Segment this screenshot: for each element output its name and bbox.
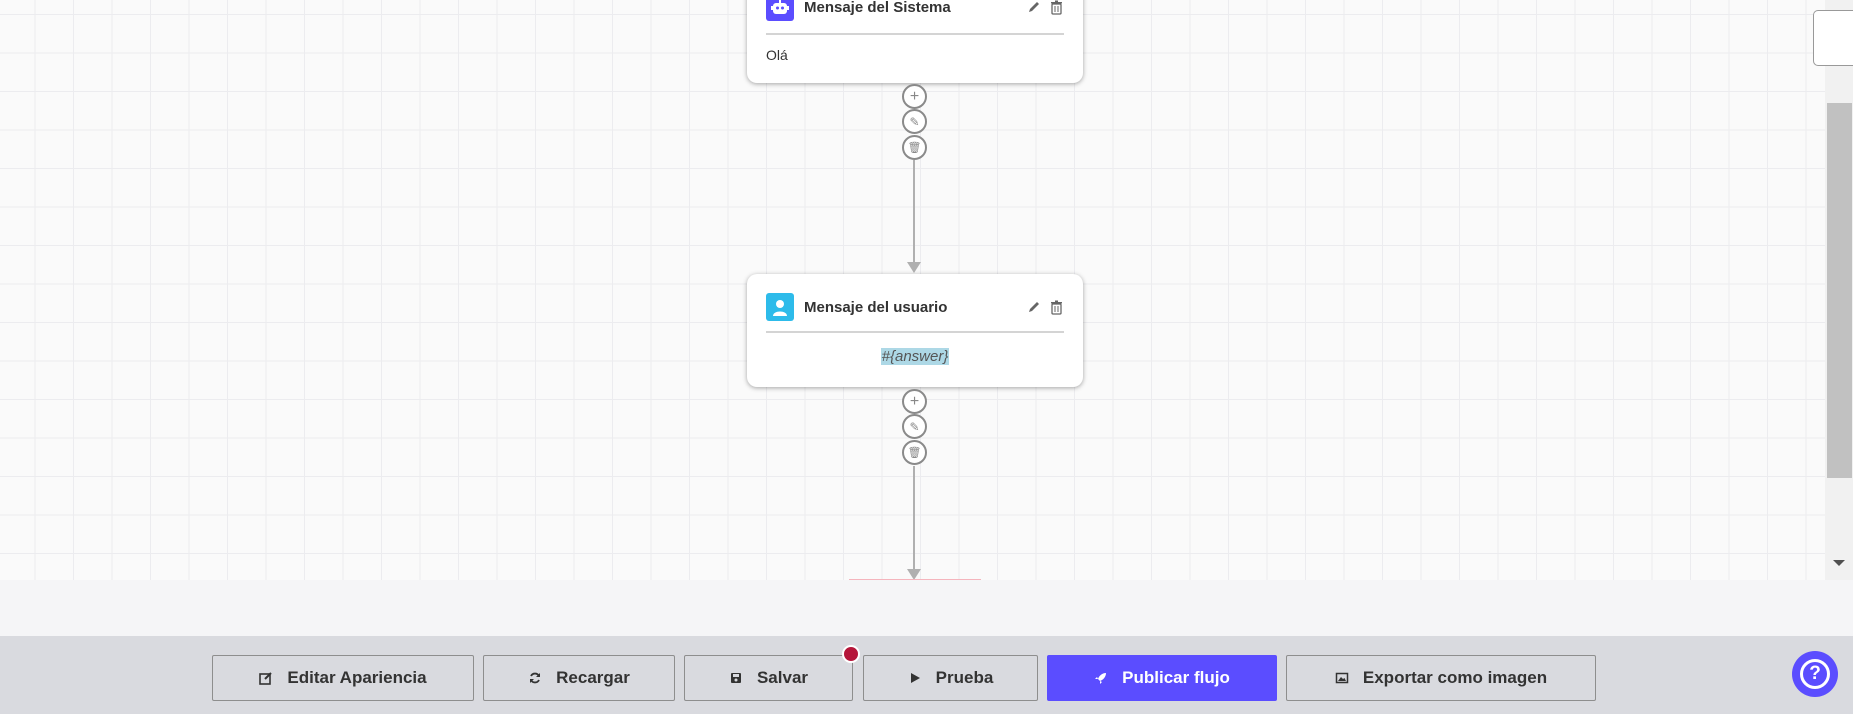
trash-icon[interactable] <box>1048 299 1064 315</box>
image-icon <box>1335 672 1349 684</box>
edit-connection-button[interactable]: ✎ <box>902 109 927 134</box>
add-node-button[interactable]: + <box>902 389 927 414</box>
edit-appearance-button[interactable]: Editar Apariencia <box>212 655 474 701</box>
connector-arrow <box>907 262 921 273</box>
robot-icon <box>766 0 794 21</box>
publish-flow-button[interactable]: Publicar flujo <box>1047 655 1277 701</box>
connector-line <box>913 160 915 264</box>
node-system-message[interactable]: Mensaje del Sistema Olá <box>747 0 1083 83</box>
save-icon <box>730 673 741 683</box>
node-title: Mensaje del Sistema <box>804 0 951 16</box>
pencil-icon[interactable] <box>1026 299 1042 315</box>
add-node-button[interactable]: + <box>902 84 927 109</box>
delete-connection-button[interactable]: 🗑 <box>902 135 927 160</box>
next-node-edge <box>849 579 981 580</box>
delete-connection-button[interactable]: 🗑 <box>902 440 927 465</box>
node-title: Mensaje del usuario <box>804 298 948 316</box>
node-user-message[interactable]: Mensaje del usuario #{answer} <box>747 274 1083 387</box>
pencil-icon[interactable] <box>1026 0 1042 15</box>
play-icon <box>910 673 920 683</box>
trash-icon[interactable] <box>1048 0 1064 15</box>
minimap-toggle[interactable] <box>1813 10 1853 66</box>
refresh-icon <box>530 672 541 684</box>
question-icon: ? <box>1800 659 1830 689</box>
export-image-button[interactable]: Exportar como imagen <box>1286 655 1596 701</box>
node-content-variable: #{answer} <box>880 348 950 365</box>
connector-line <box>913 466 915 572</box>
edit-icon <box>259 672 273 685</box>
user-icon <box>766 293 794 321</box>
node-content: Olá <box>766 47 788 63</box>
save-button[interactable]: Salvar <box>684 655 853 701</box>
rocket-icon <box>1095 673 1107 684</box>
connector-arrow <box>907 569 921 580</box>
bottom-toolbar: Editar Apariencia Recargar Salvar Prueba… <box>0 636 1853 714</box>
edit-connection-button[interactable]: ✎ <box>902 414 927 439</box>
scrollbar-thumb[interactable] <box>1827 103 1852 478</box>
test-button[interactable]: Prueba <box>863 655 1038 701</box>
help-button[interactable]: ? <box>1792 651 1838 697</box>
reload-button[interactable]: Recargar <box>483 655 675 701</box>
scroll-down-arrow[interactable] <box>1833 560 1845 566</box>
vertical-scrollbar[interactable] <box>1825 0 1853 580</box>
unsaved-changes-dot <box>842 645 860 663</box>
flow-canvas[interactable]: Mensaje del Sistema Olá + ✎ 🗑 Mensaje de… <box>0 0 1825 580</box>
